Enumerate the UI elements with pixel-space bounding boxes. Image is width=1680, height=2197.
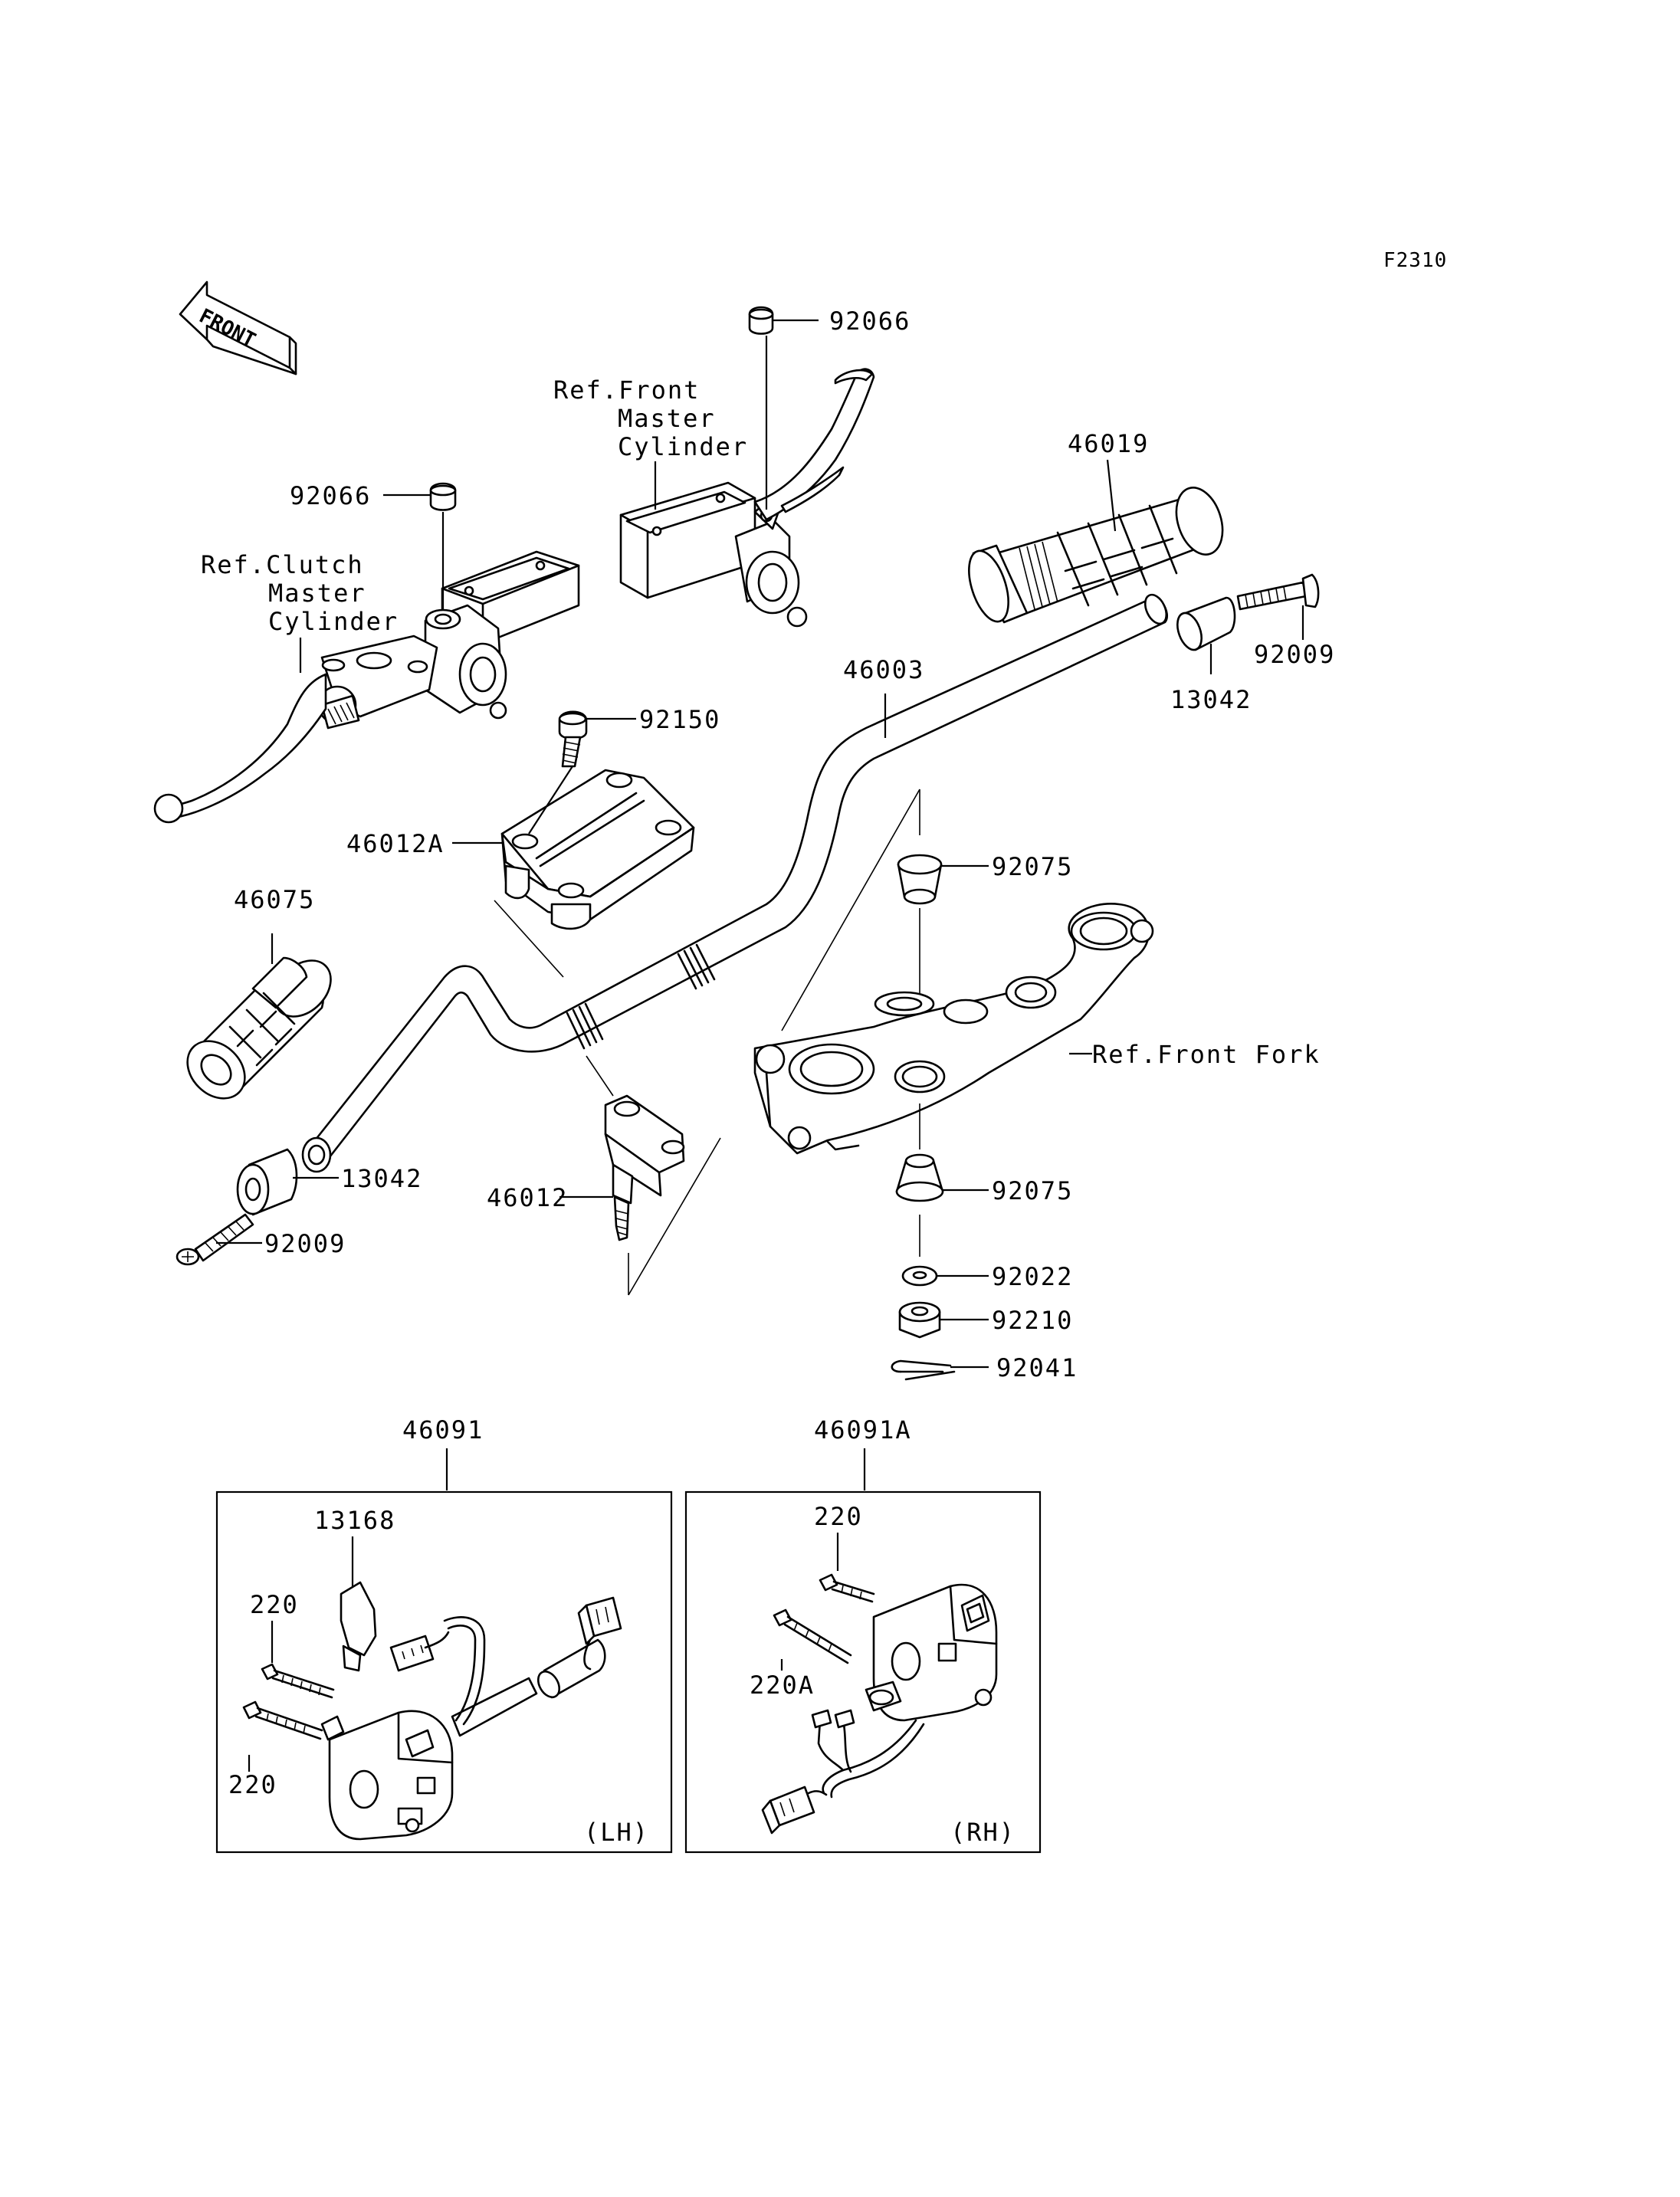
figure-code: F2310: [1383, 249, 1447, 272]
label-46012A: 46012A: [346, 829, 445, 858]
label-46019: 46019: [1068, 429, 1149, 458]
label-ref-clutch-master-2: Master: [268, 579, 366, 608]
label-92075-top: 92075: [992, 852, 1073, 881]
cap-92066-top: [748, 306, 774, 335]
clutch-master-cylinder: [153, 550, 580, 824]
label-92009-left: 92009: [264, 1229, 346, 1258]
label-46091: 46091: [402, 1415, 484, 1444]
triple-clamp: [753, 903, 1154, 1155]
label-ref-front-fork: Ref.Front Fork: [1092, 1040, 1321, 1069]
label-46003: 46003: [843, 655, 924, 684]
bolt-92150: [558, 710, 588, 768]
label-92210: 92210: [992, 1306, 1073, 1335]
label-13168: 13168: [314, 1506, 395, 1535]
label-220-lh-a: 220: [250, 1590, 299, 1619]
lh-switch-box: 13168 220 220 (LH): [215, 1490, 673, 1854]
label-92075-bottom: 92075: [992, 1176, 1073, 1205]
nut-92210: [898, 1301, 941, 1339]
label-92041: 92041: [996, 1353, 1078, 1382]
label-13042-left: 13042: [341, 1164, 422, 1193]
label-92066-left: 92066: [290, 481, 371, 510]
label-220-rh: 220: [814, 1502, 863, 1531]
label-92009-right: 92009: [1254, 640, 1335, 669]
clamp-46012A: [500, 769, 695, 930]
label-92066-top: 92066: [829, 307, 911, 336]
washer-92022: [901, 1265, 938, 1287]
label-46091A: 46091A: [814, 1415, 912, 1444]
grip-46075: [186, 956, 332, 1100]
label-ref-clutch-master-1: Ref.Clutch: [201, 550, 364, 579]
throttle-grip-46019: [968, 487, 1224, 624]
handlebar-46003: [301, 593, 1168, 1173]
front-arrow-icon: FRONT: [179, 280, 297, 375]
cotter-pin-92041: [891, 1359, 956, 1381]
screw-92009-right: [1236, 573, 1320, 611]
label-ref-clutch-master-3: Cylinder: [268, 607, 399, 636]
cap-92066-left: [429, 482, 457, 511]
label-ref-front-master-3: Cylinder: [618, 432, 748, 461]
rubber-92075-top: [897, 854, 943, 905]
weight-13042-left: [236, 1148, 298, 1216]
label-rh: (RH): [950, 1818, 1016, 1847]
label-220A: 220A: [750, 1671, 815, 1700]
label-92022: 92022: [992, 1262, 1073, 1291]
label-92150: 92150: [639, 705, 720, 734]
clamp-46012: [604, 1094, 685, 1241]
label-220-lh-b: 220: [228, 1770, 277, 1799]
label-46075: 46075: [234, 885, 315, 914]
label-13042-right: 13042: [1170, 685, 1252, 714]
rh-switch-box: 220 220A (RH): [684, 1490, 1042, 1854]
weight-13042-right: [1176, 596, 1236, 651]
label-lh: (LH): [584, 1818, 649, 1847]
front-master-cylinder: [619, 368, 875, 628]
rubber-92075-bottom: [895, 1153, 944, 1202]
label-46012: 46012: [487, 1183, 568, 1212]
screw-92009-left: [176, 1213, 254, 1266]
label-ref-front-master-2: Master: [618, 404, 716, 433]
label-ref-front-master-1: Ref.Front: [553, 375, 700, 405]
